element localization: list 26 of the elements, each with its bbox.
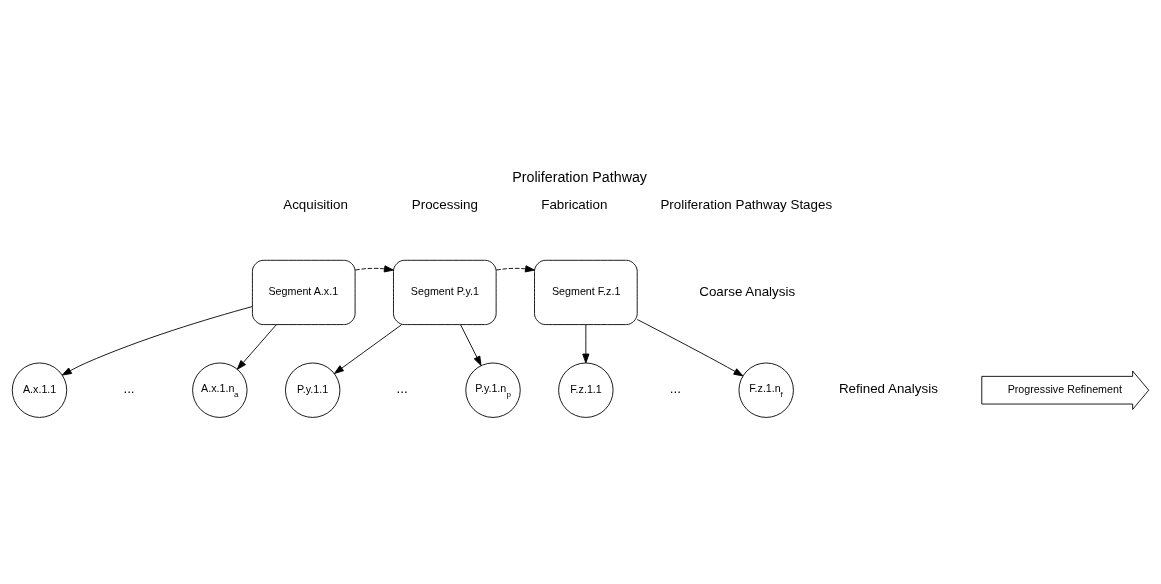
label: Coarse Analysis xyxy=(699,283,796,299)
node-box: Segment A.x.1 xyxy=(251,259,356,326)
arrow xyxy=(61,306,253,376)
node-circle: A.x.1.1 xyxy=(11,362,68,418)
label: ... xyxy=(123,381,135,397)
label: Refined Analysis xyxy=(838,381,938,397)
arrow xyxy=(334,324,402,374)
node-circle: P.y.1.n$_{p}$ xyxy=(465,362,521,418)
node-circle: F.z.1.1 xyxy=(558,362,614,418)
node-box: Segment P.y.1 xyxy=(393,259,497,326)
arrow xyxy=(495,265,535,273)
node-box: Segment F.z.1 xyxy=(534,259,638,326)
label: ... xyxy=(396,381,408,397)
label: Acquisition xyxy=(283,196,348,212)
label: Fabrication xyxy=(541,196,608,212)
arrow xyxy=(354,265,394,273)
arrow xyxy=(582,324,590,364)
node-circle: P.y.1.1 xyxy=(285,362,341,418)
label: ... xyxy=(669,381,681,397)
arrow xyxy=(236,324,277,370)
arrow xyxy=(460,324,482,366)
node-circle: F.z.1.n$_{f}$ xyxy=(738,362,794,418)
label: Processing xyxy=(411,196,478,212)
label: Proliferation Pathway Stages xyxy=(660,196,833,212)
arrow xyxy=(636,319,744,377)
diagram-title: Proliferation Pathway xyxy=(512,168,648,185)
